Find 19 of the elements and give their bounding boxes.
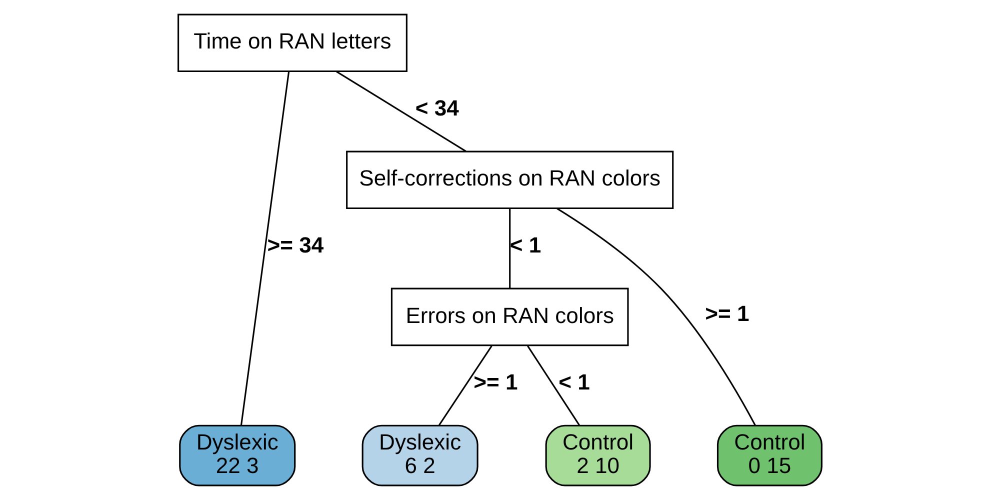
connector — [527, 346, 580, 426]
edge-label: >= 34 — [267, 232, 324, 258]
node-box: Control 2 10 — [545, 424, 651, 486]
connector — [438, 345, 492, 426]
edge-label: < 34 — [415, 96, 459, 121]
node-box: Dyslexic 6 2 — [362, 424, 478, 486]
connector — [556, 208, 756, 426]
node-box: Dyslexic 22 3 — [179, 424, 296, 486]
edge-label: >= 1 — [705, 301, 750, 326]
node-box: Control 0 15 — [716, 424, 822, 486]
edge-label: < 1 — [558, 370, 590, 395]
edge-label: < 1 — [510, 232, 542, 258]
node-box: Errors on RAN colors — [390, 288, 629, 346]
connector — [509, 208, 511, 288]
node-box: Time on RAN letters — [178, 14, 408, 72]
node-box: Self-corrections on RAN colors — [346, 150, 674, 210]
edge-label: >= 1 — [474, 370, 518, 395]
connector — [336, 70, 466, 152]
connector — [240, 71, 290, 426]
